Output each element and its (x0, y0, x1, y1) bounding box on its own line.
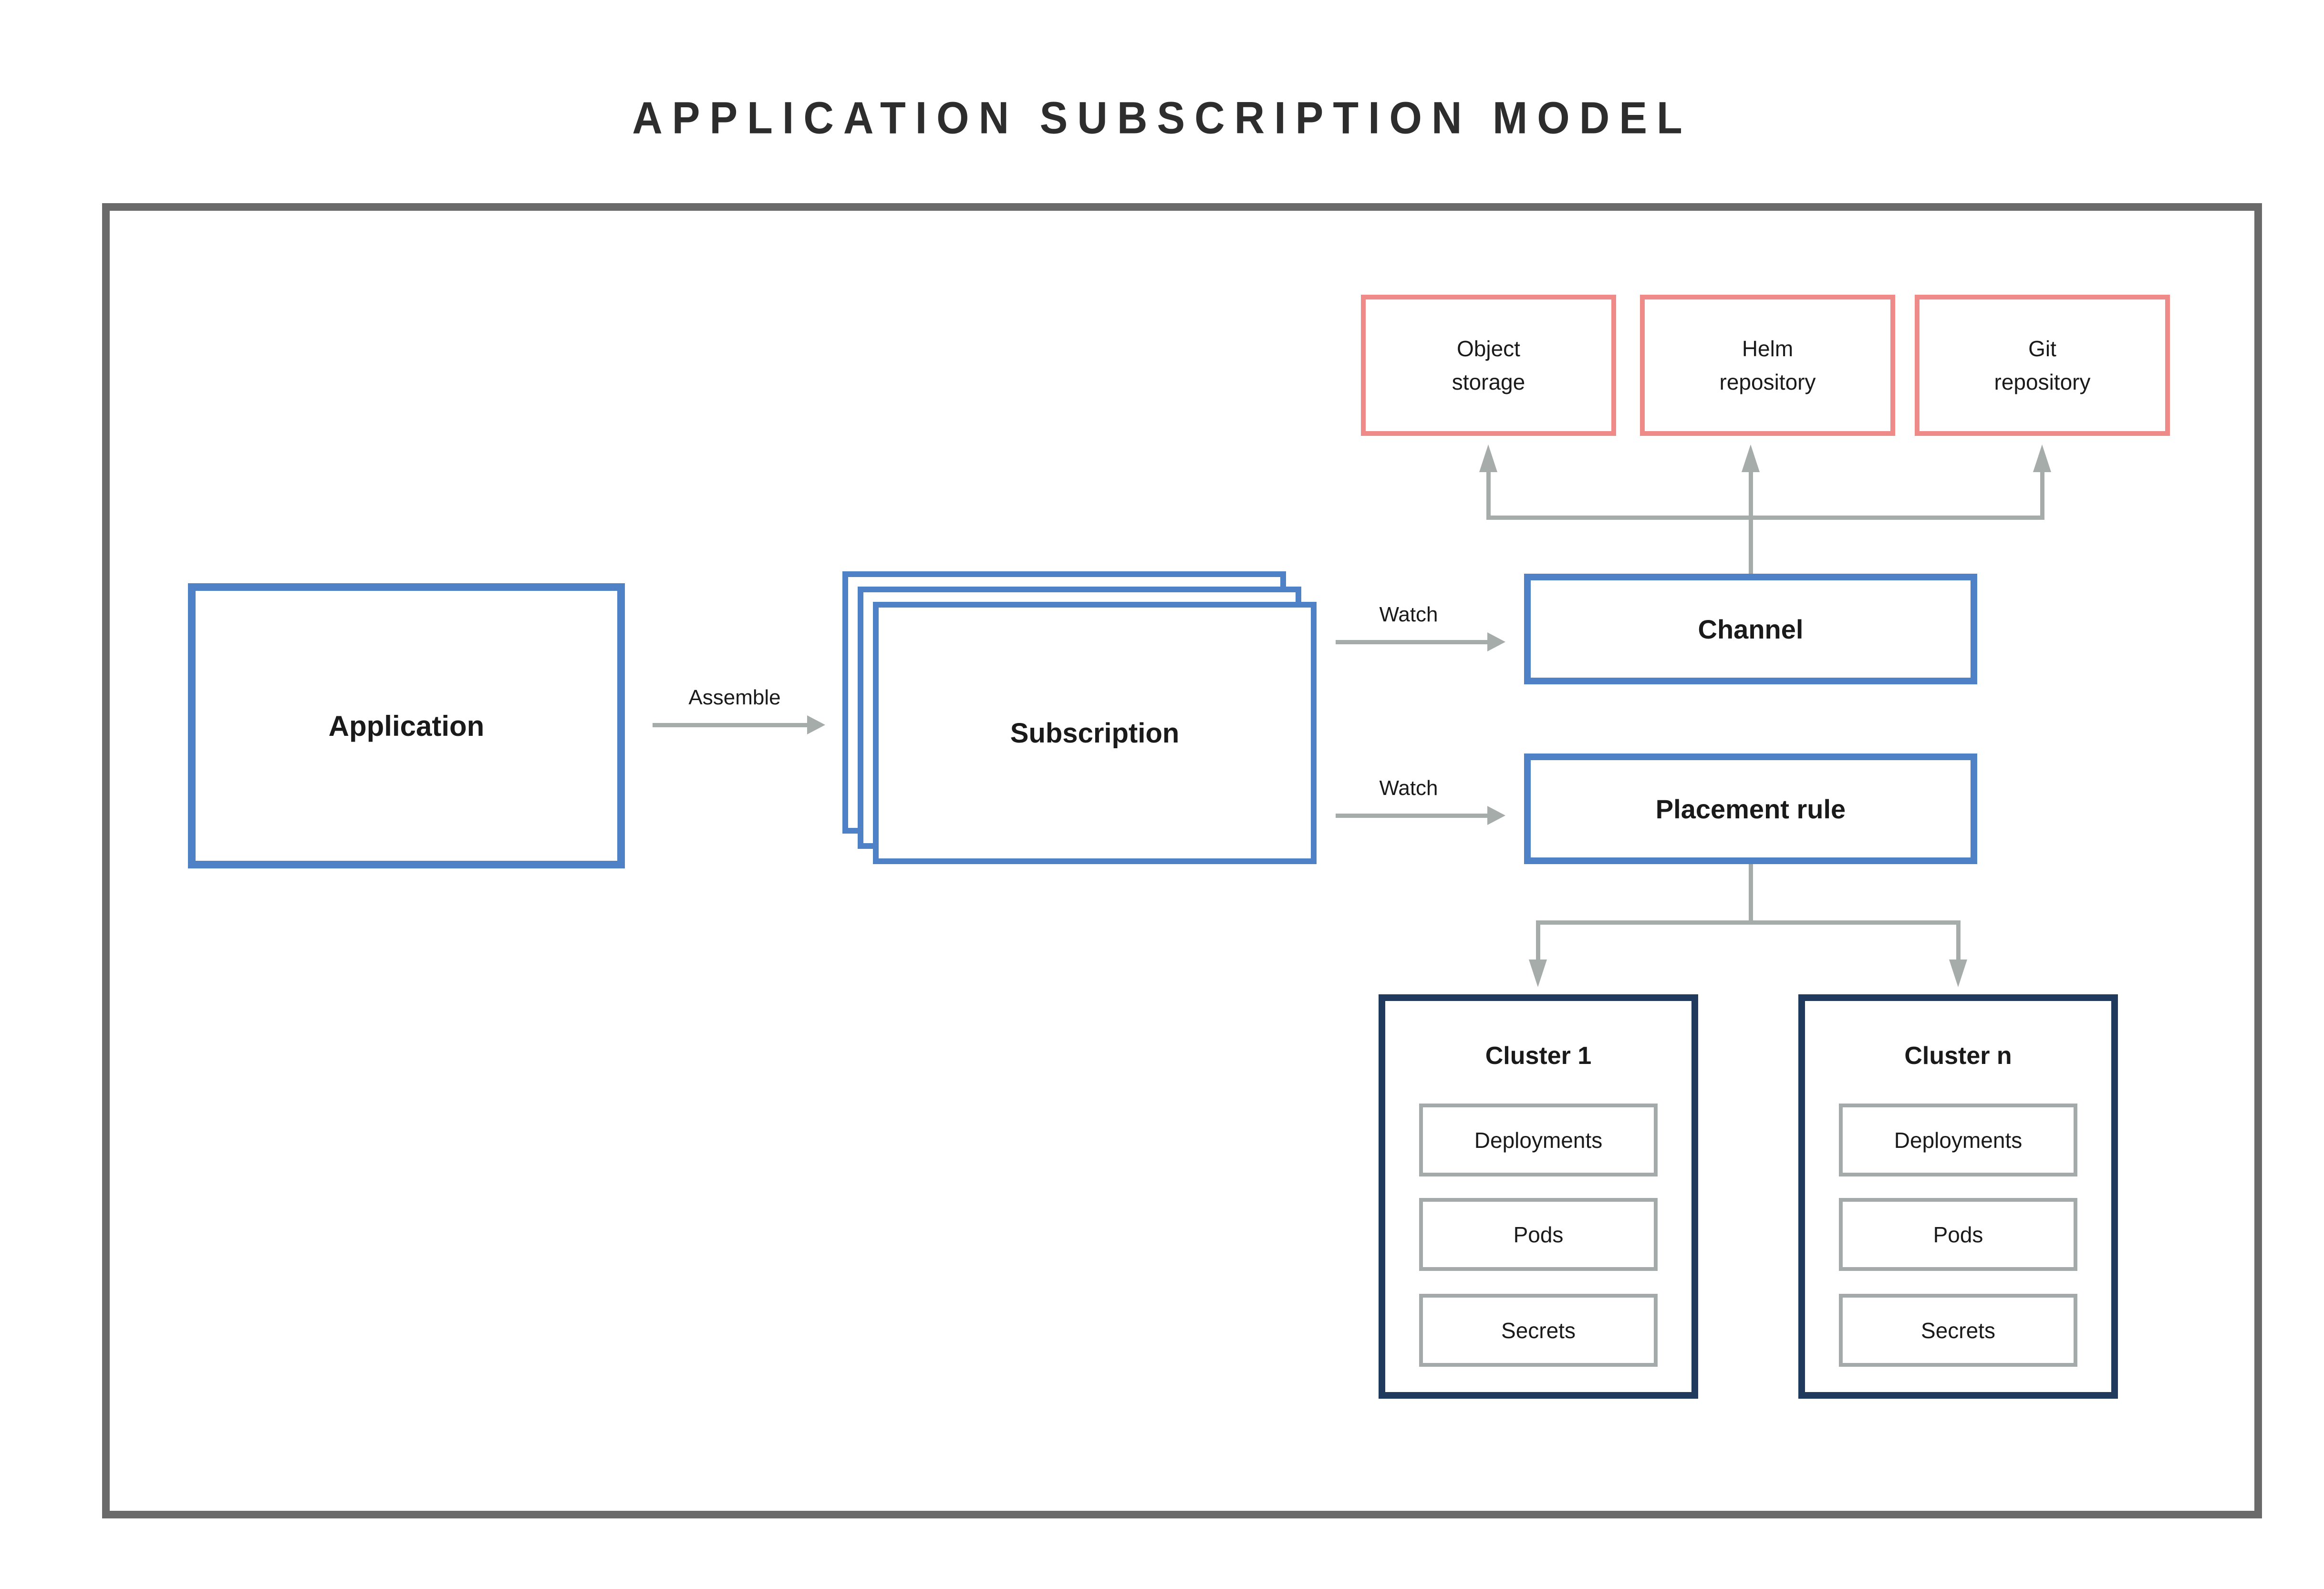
cluster-title: Cluster n (1904, 1042, 2012, 1070)
repo-label-line: repository (1719, 370, 1816, 394)
resource-label: Pods (1513, 1222, 1564, 1247)
connector-hline (1486, 516, 2044, 520)
repo-label-line: Git (2028, 336, 2056, 361)
cluster-title: Cluster 1 (1485, 1042, 1592, 1070)
application-label: Application (328, 710, 485, 742)
arrowhead-right-icon (807, 715, 825, 734)
channel-label: Channel (1698, 614, 1804, 644)
connector-vline (2040, 471, 2044, 520)
arrowhead-up-icon (1479, 444, 1497, 472)
resource-box-pods: Pods (1419, 1198, 1658, 1271)
placement-rule-box: Placement rule (1524, 753, 1977, 864)
connector-stem (1749, 472, 1753, 574)
resource-box-deployments: Deployments (1839, 1104, 2077, 1176)
subscription-label: Subscription (1010, 717, 1180, 749)
connector-stem (1749, 864, 1753, 925)
subscription-box: Subscription (873, 602, 1317, 864)
connector-vline (1956, 920, 1961, 960)
resource-label: Pods (1933, 1222, 1983, 1247)
repo-box-object-storage: Object storage (1361, 295, 1616, 436)
watch-placement-label: Watch (1379, 776, 1438, 800)
resource-box-pods: Pods (1839, 1198, 2077, 1271)
watch-channel-label: Watch (1379, 603, 1438, 626)
arrowhead-up-icon (2033, 444, 2051, 472)
diagram-title: APPLICATION SUBSCRIPTION MODEL (632, 92, 1692, 143)
resource-box-secrets: Secrets (1419, 1294, 1658, 1367)
watch-channel-line (1336, 640, 1487, 644)
cluster-n-box: Cluster n Deployments Pods Secrets (1798, 994, 2118, 1399)
placement-rule-label: Placement rule (1655, 794, 1846, 824)
channel-box: Channel (1524, 574, 1977, 684)
resource-label: Secrets (1921, 1318, 1995, 1343)
watch-placement-line (1336, 814, 1487, 818)
resource-box-secrets: Secrets (1839, 1294, 2077, 1367)
assemble-label: Assemble (688, 686, 781, 709)
connector-vline (1536, 920, 1540, 960)
resource-label: Deployments (1894, 1127, 2023, 1153)
application-box: Application (188, 583, 625, 868)
connector-hline (1536, 920, 1961, 925)
arrowhead-up-icon (1742, 444, 1760, 472)
resource-label: Secrets (1501, 1318, 1576, 1343)
repo-label-line: Helm (1742, 336, 1794, 361)
cluster-1-box: Cluster 1 Deployments Pods Secrets (1379, 994, 1698, 1399)
repo-label-line: Object (1457, 336, 1520, 361)
diagram-frame (102, 203, 2262, 1518)
resource-box-deployments: Deployments (1419, 1104, 1658, 1176)
connector-vline (1486, 471, 1491, 520)
repo-label-line: repository (1994, 370, 2091, 394)
resource-label: Deployments (1474, 1127, 1603, 1153)
arrowhead-right-icon (1487, 806, 1505, 825)
assemble-line (653, 723, 807, 727)
arrowhead-down-icon (1529, 960, 1547, 987)
repo-label-line: storage (1452, 370, 1525, 394)
arrowhead-down-icon (1949, 960, 1967, 987)
repo-box-git-repository: Git repository (1915, 295, 2170, 436)
repo-box-helm-repository: Helm repository (1640, 295, 1895, 436)
arrowhead-right-icon (1487, 632, 1505, 651)
